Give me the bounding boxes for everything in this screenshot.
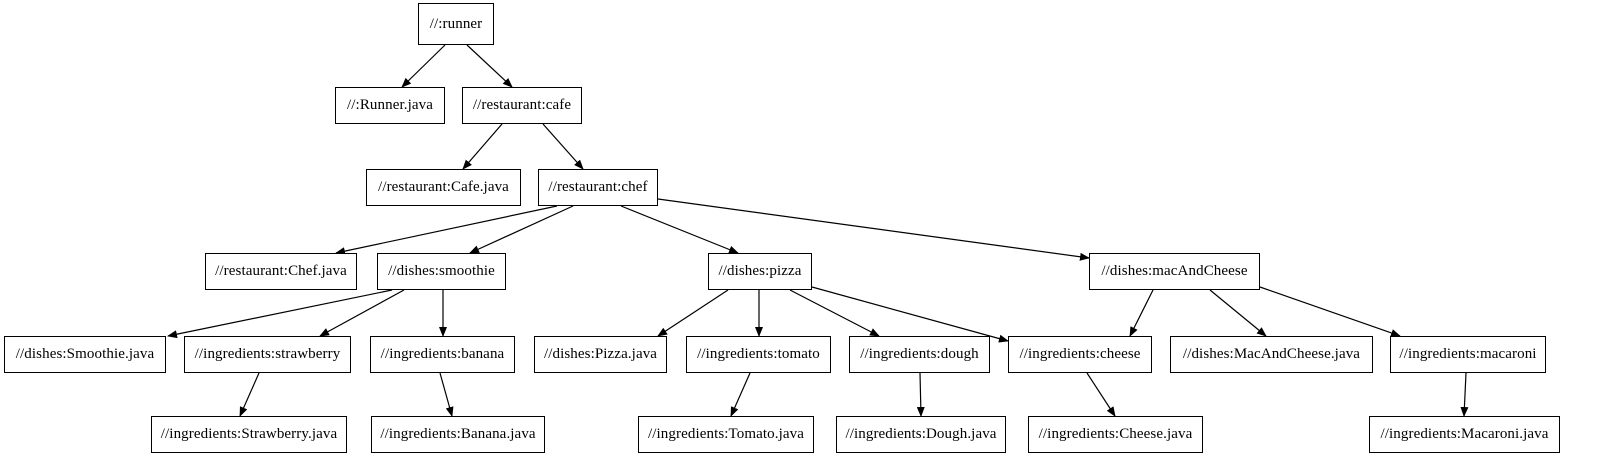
graph-node-label: //ingredients:banana (380, 346, 505, 362)
graph-node-dishes_smoothie[interactable]: //dishes:smoothie (377, 253, 506, 290)
graph-node-label: //dishes:Pizza.java (543, 346, 658, 362)
graph-node-ingredients_macaroni[interactable]: //ingredients:macaroni (1390, 336, 1546, 373)
graph-node-label: //ingredients:Banana.java (380, 426, 536, 442)
graph-node-ingredients_cheese[interactable]: //ingredients:cheese (1008, 336, 1152, 373)
graph-node-ingredients_banana_java[interactable]: //ingredients:Banana.java (371, 416, 545, 453)
graph-node-ingredients_tomato_java[interactable]: //ingredients:Tomato.java (638, 416, 814, 453)
graph-node-ingredients_strawberry[interactable]: //ingredients:strawberry (184, 336, 351, 373)
graph-node-runner[interactable]: //:runner (418, 3, 494, 45)
graph-node-label: //:runner (429, 15, 483, 32)
graph-node-label: //ingredients:Cheese.java (1038, 426, 1193, 442)
graph-node-ingredients_dough[interactable]: //ingredients:dough (849, 336, 990, 373)
graph-node-ingredients_dough_java[interactable]: //ingredients:Dough.java (836, 416, 1006, 453)
graph-node-restaurant_chef_java[interactable]: //restaurant:Chef.java (205, 253, 357, 290)
graph-node-dishes_macandcheese[interactable]: //dishes:macAndCheese (1089, 253, 1260, 290)
graph-node-label: //dishes:pizza (718, 263, 802, 279)
graph-node-ingredients_banana[interactable]: //ingredients:banana (370, 336, 515, 373)
graph-node-label: //restaurant:Chef.java (215, 263, 347, 279)
graph-node-label: //ingredients:strawberry (194, 346, 341, 362)
graph-node-label: //ingredients:Tomato.java (648, 426, 804, 442)
graph-node-label: //restaurant:Cafe.java (378, 179, 509, 195)
graph-node-restaurant_chef[interactable]: //restaurant:chef (538, 169, 658, 206)
graph-node-ingredients_cheese_java[interactable]: //ingredients:Cheese.java (1028, 416, 1203, 453)
graph-node-restaurant_cafe_java[interactable]: //restaurant:Cafe.java (366, 169, 521, 206)
graph-node-dishes_macandcheese_java[interactable]: //dishes:MacAndCheese.java (1170, 336, 1373, 373)
graph-node-dishes_smoothie_java[interactable]: //dishes:Smoothie.java (4, 336, 166, 373)
graph-node-label: //ingredients:cheese (1019, 346, 1141, 362)
graph-node-label: //dishes:Smoothie.java (15, 346, 155, 362)
graph-node-label: //ingredients:Strawberry.java (160, 426, 338, 442)
graph-node-ingredients_macaroni_java[interactable]: //ingredients:Macaroni.java (1369, 416, 1560, 453)
graph-node-restaurant_cafe[interactable]: //restaurant:cafe (462, 87, 582, 124)
graph-node-label: //dishes:macAndCheese (1101, 263, 1248, 279)
graph-node-ingredients_tomato[interactable]: //ingredients:tomato (686, 336, 831, 373)
graph-node-label: //dishes:smoothie (388, 263, 495, 279)
graph-node-dishes_pizza[interactable]: //dishes:pizza (708, 253, 812, 290)
graph-node-label: //ingredients:Macaroni.java (1380, 426, 1549, 442)
graph-node-runner_java[interactable]: //:Runner.java (335, 87, 445, 124)
graph-node-label: //ingredients:dough (860, 346, 979, 362)
graph-node-label: //dishes:MacAndCheese.java (1182, 346, 1361, 362)
graph-node-ingredients_strawberry_java[interactable]: //ingredients:Strawberry.java (151, 416, 347, 453)
graph-node-label: //restaurant:chef (548, 179, 648, 195)
graph-node-label: //restaurant:cafe (472, 97, 572, 113)
graph-node-dishes_pizza_java[interactable]: //dishes:Pizza.java (534, 336, 667, 373)
graph-node-label: //ingredients:Dough.java (845, 426, 997, 442)
graph-node-label: //ingredients:macaroni (1399, 346, 1537, 362)
graph-node-label: //ingredients:tomato (697, 346, 820, 362)
graph-node-label: //:Runner.java (347, 97, 433, 113)
